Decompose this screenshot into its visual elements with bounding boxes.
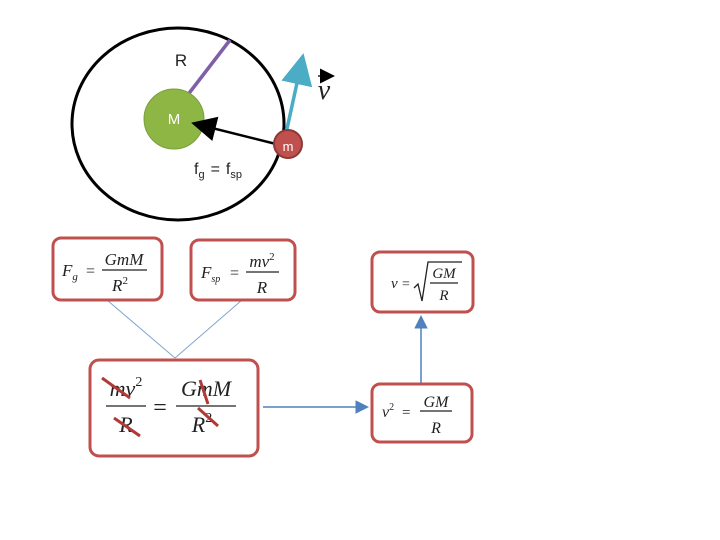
orbit-scene: R M m v fg=fsp bbox=[70, 26, 335, 222]
strike-m bbox=[101, 376, 131, 400]
central-mass-label: M bbox=[168, 111, 181, 128]
orbiting-mass-label: m bbox=[283, 139, 294, 154]
force-balance-label: fg=fsp bbox=[194, 161, 242, 181]
combined-equation-box: mv2 R = GmM R2 bbox=[88, 358, 260, 458]
velocity-arrow bbox=[281, 53, 313, 139]
strike-m-right bbox=[198, 379, 210, 405]
centripetal-equation-box: Fsp = mv2 R bbox=[189, 238, 297, 302]
svg-text:Fsp: Fsp bbox=[200, 263, 220, 285]
strike-R bbox=[113, 416, 141, 438]
svg-text:Fg: Fg bbox=[61, 261, 78, 283]
svg-text:=: = bbox=[86, 263, 95, 280]
orbit-path bbox=[70, 26, 286, 222]
connector-left bbox=[106, 299, 176, 359]
sqrt-sign bbox=[413, 261, 462, 302]
radius-label: R bbox=[175, 51, 187, 70]
gravity-force-arrow bbox=[191, 116, 277, 146]
orbiting-mass bbox=[273, 129, 303, 159]
svg-text:R2: R2 bbox=[111, 275, 128, 295]
connector-right bbox=[174, 299, 243, 359]
strike-R-exp bbox=[196, 406, 220, 428]
velocity-label: v bbox=[318, 75, 331, 106]
svg-text:v2: v2 bbox=[382, 402, 394, 421]
svg-text:=: = bbox=[402, 277, 410, 292]
svg-text:GM: GM bbox=[432, 266, 457, 282]
simplified-equation-box: v2 = GM R bbox=[370, 382, 474, 444]
svg-text:=: = bbox=[402, 405, 410, 421]
connectors bbox=[106, 299, 428, 414]
gravity-equation-box: Fg = GmM R2 bbox=[51, 236, 164, 302]
svg-text:GM: GM bbox=[424, 394, 451, 411]
svg-text:R: R bbox=[256, 278, 268, 297]
svg-text:mv2: mv2 bbox=[249, 251, 274, 271]
svg-text:v: v bbox=[391, 276, 398, 292]
svg-text:=: = bbox=[153, 395, 167, 421]
svg-text:GmM: GmM bbox=[105, 250, 145, 269]
svg-text:R: R bbox=[430, 420, 441, 437]
svg-text:R: R bbox=[438, 288, 448, 304]
svg-text:mv2: mv2 bbox=[110, 375, 143, 401]
svg-text:=: = bbox=[230, 265, 239, 282]
result-equation-box: v = GM R bbox=[370, 250, 475, 314]
